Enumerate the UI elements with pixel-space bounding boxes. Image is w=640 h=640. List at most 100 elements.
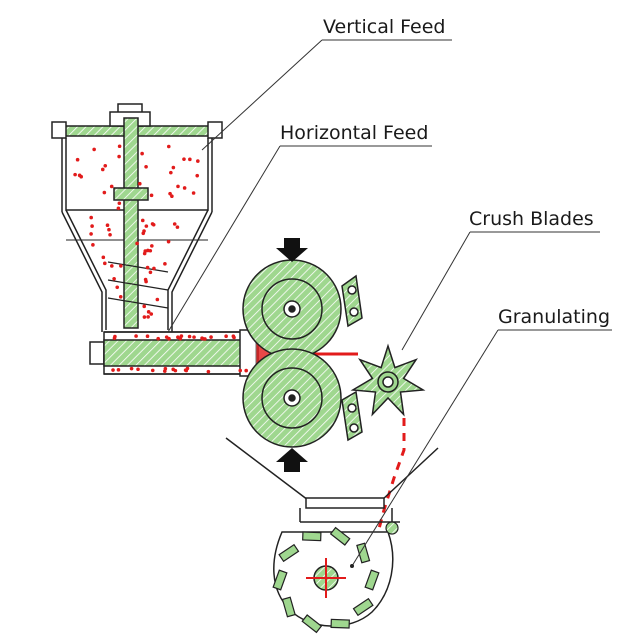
material-particle (140, 218, 145, 223)
material-particle (209, 335, 213, 339)
material-particle (149, 312, 154, 316)
material-particle (155, 297, 160, 302)
material-particle (238, 368, 243, 373)
material-particle (196, 159, 200, 163)
material-particle (191, 191, 196, 195)
drum-paddle (302, 531, 322, 542)
material-particle (135, 241, 139, 246)
material-particle (112, 336, 117, 340)
material-particle (134, 334, 138, 338)
material-particle (91, 243, 95, 247)
material-particle (142, 315, 147, 319)
lower-scraper (341, 390, 363, 442)
material-particle (206, 369, 211, 374)
material-particle (192, 335, 196, 339)
material-particle (182, 157, 186, 161)
upper-roll (242, 259, 342, 359)
material-particle (150, 368, 155, 373)
barrel-material (111, 334, 248, 374)
granulator-knob (385, 521, 399, 535)
drum-paddle (272, 569, 288, 591)
material-particle (187, 334, 192, 339)
material-particle (142, 229, 146, 233)
material-particle (102, 190, 107, 195)
material-particle (176, 335, 180, 340)
crush-blades-rotor (350, 343, 426, 417)
material-particle (173, 368, 178, 373)
vertical-feed-label: Vertical Feed (323, 16, 446, 38)
material-particle (166, 144, 171, 149)
material-particle (224, 334, 228, 339)
material-particle (75, 157, 80, 162)
material-particle (182, 186, 187, 190)
material-particle (103, 261, 107, 266)
material-particle (129, 366, 134, 371)
material-particle (232, 335, 236, 340)
material-particle (163, 262, 167, 266)
material-particle (119, 264, 123, 268)
material-particle (73, 172, 77, 177)
material-particle (203, 337, 207, 341)
material-particle (145, 334, 150, 339)
down-arrow-icon (276, 238, 308, 262)
material-particle (118, 294, 123, 299)
blade-axle (382, 376, 394, 388)
drum-paddle (352, 597, 374, 617)
material-particle (117, 144, 122, 149)
drum-paddle (364, 569, 380, 591)
drum-paddle (330, 618, 350, 629)
material-particle (77, 173, 82, 178)
material-particle (149, 193, 154, 198)
material-particle (142, 304, 147, 309)
material-particle (175, 225, 180, 229)
material-particle (110, 264, 114, 268)
material-particle (100, 167, 105, 172)
material-particle (142, 251, 147, 256)
hopper-material (73, 144, 200, 319)
material-particle (188, 157, 192, 162)
material-particle (152, 266, 156, 271)
material-particle (89, 232, 93, 236)
material-particle (176, 184, 180, 189)
material-particle (166, 239, 171, 244)
material-particle (138, 181, 142, 186)
material-particle (146, 310, 151, 314)
material-particle (146, 315, 150, 319)
material-particle (200, 336, 204, 341)
granulating-label: Granulating (498, 306, 611, 328)
lower-roll (242, 348, 342, 448)
material-particle (117, 154, 121, 159)
drum-paddle (278, 543, 300, 563)
material-particle (112, 276, 116, 281)
material-particle (195, 173, 200, 178)
material-particle (164, 335, 169, 339)
material-particle (116, 368, 121, 372)
crush-blades-label: Crush Blades (469, 208, 594, 230)
material-particle (103, 163, 108, 168)
material-particle (148, 270, 153, 275)
material-particle (244, 368, 248, 373)
material-particle (105, 223, 110, 228)
material-particle (144, 224, 149, 228)
material-particle (143, 277, 148, 282)
up-arrow-icon (276, 448, 308, 472)
material-particle (89, 215, 93, 220)
material-particle (117, 201, 122, 206)
material-particle (101, 255, 106, 260)
material-particle (150, 244, 154, 248)
horizontal-feed-label: Horizontal Feed (280, 122, 429, 144)
material-particle (169, 170, 173, 175)
granulator-shaft (306, 558, 346, 598)
material-particle (148, 248, 153, 253)
material-particle (185, 366, 190, 371)
material-particle (171, 165, 176, 170)
material-particle (90, 224, 94, 228)
material-particle (116, 206, 121, 211)
material-particle (111, 368, 115, 372)
material-particle (163, 366, 168, 371)
drum-paddle (281, 596, 296, 618)
material-particle (107, 227, 111, 232)
material-particle (145, 265, 150, 270)
granulating-pointer-dot (350, 564, 354, 568)
material-particle (156, 336, 160, 341)
